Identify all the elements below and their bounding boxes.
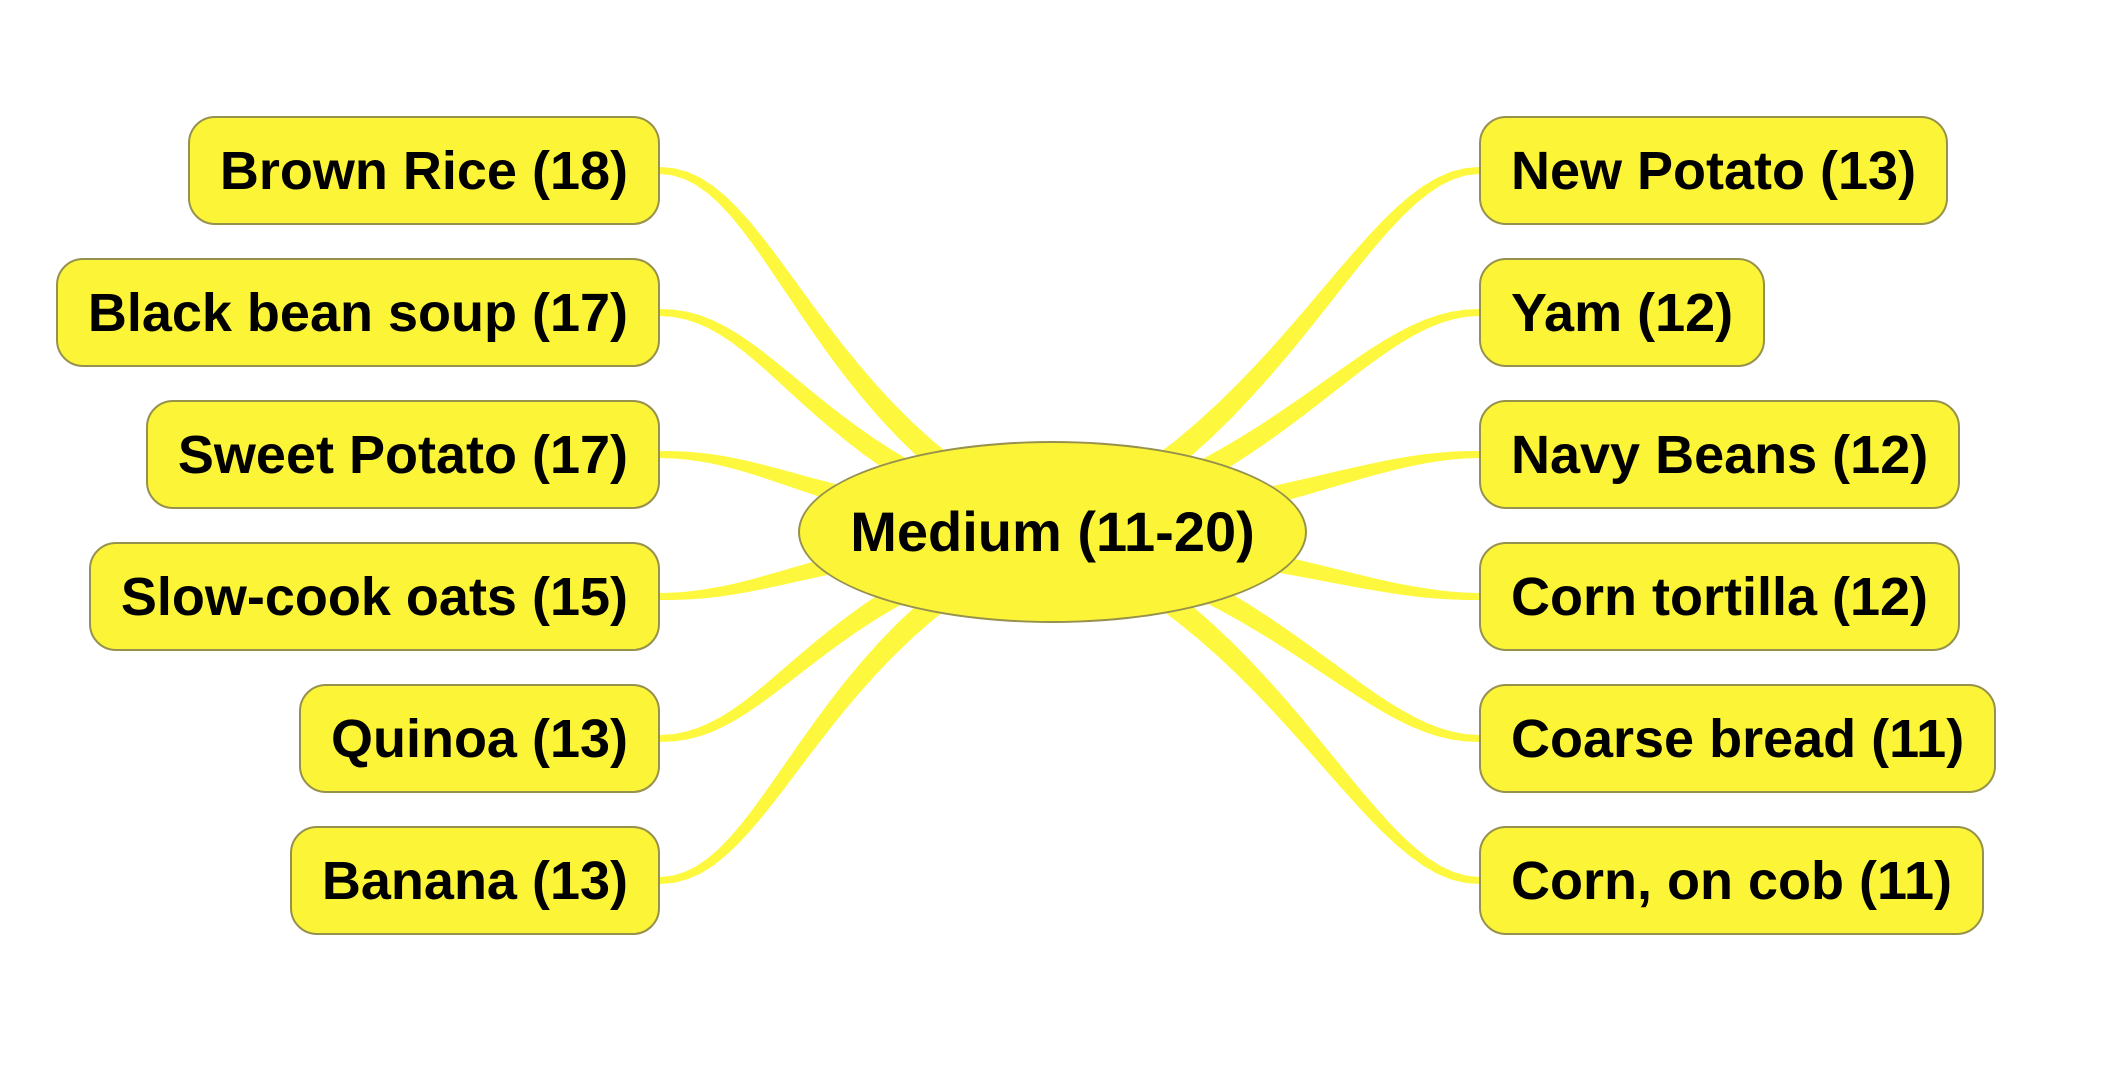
node-yam[interactable]: Yam (12) <box>1479 258 1766 367</box>
node-navy-beans[interactable]: Navy Beans (12) <box>1479 400 1961 509</box>
node-new-potato[interactable]: New Potato (13) <box>1479 116 1949 225</box>
node-banana[interactable]: Banana (13) <box>289 826 660 935</box>
node-coarse-bread[interactable]: Coarse bread (11) <box>1479 684 1997 793</box>
node-quinoa[interactable]: Quinoa (13) <box>298 684 660 793</box>
node-slow-cook-oats[interactable]: Slow-cook oats (15) <box>88 542 660 651</box>
node-corn-tortilla[interactable]: Corn tortilla (12) <box>1479 542 1961 651</box>
node-brown-rice[interactable]: Brown Rice (18) <box>187 116 660 225</box>
center-node[interactable]: Medium (11-20) <box>798 441 1307 623</box>
node-sweet-potato[interactable]: Sweet Potato (17) <box>145 400 660 509</box>
node-corn-on-cob[interactable]: Corn, on cob (11) <box>1479 826 1985 935</box>
node-black-bean-soup[interactable]: Black bean soup (17) <box>55 258 660 367</box>
